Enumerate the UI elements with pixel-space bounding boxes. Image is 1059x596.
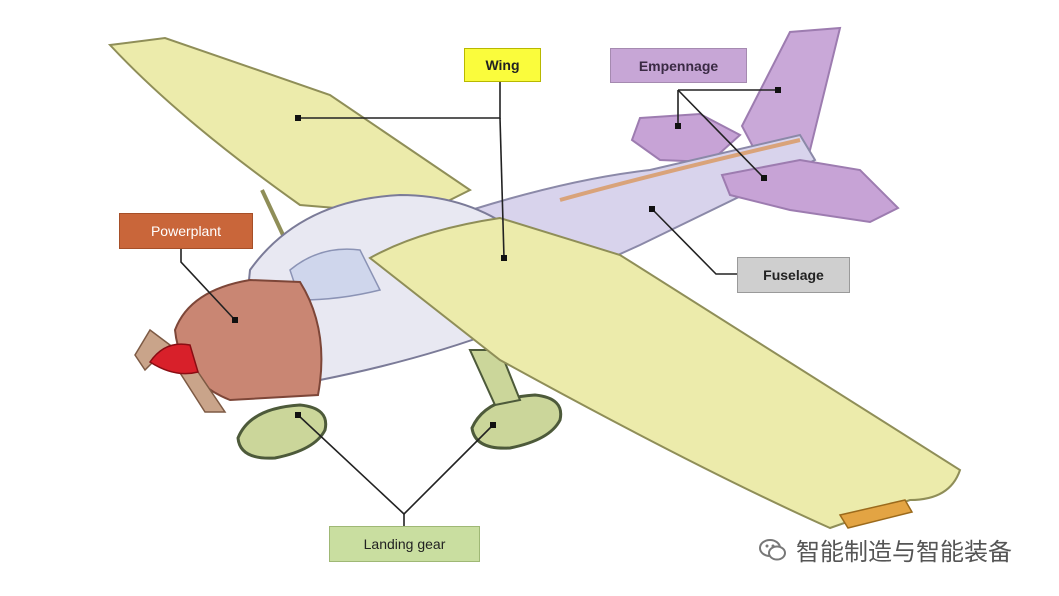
landing-gear-label: Landing gear: [329, 526, 480, 562]
fuselage-label: Fuselage: [737, 257, 850, 293]
right-wing: [368, 216, 962, 530]
empennage-label: Empennage: [610, 48, 747, 83]
wing-label: Wing: [464, 48, 541, 82]
leader-lines: [180, 82, 778, 526]
propeller-blade-upper: [134, 328, 172, 372]
wingtip-light: [838, 499, 914, 529]
nose-gear-wheel: [236, 403, 328, 460]
wechat-icon: [759, 538, 786, 560]
left-wing: [107, 36, 472, 217]
right-horizontal-stabilizer: [720, 158, 900, 224]
fuselage-stripe: [559, 138, 801, 202]
leader-dots: [232, 87, 781, 428]
propeller-spinner: [148, 343, 199, 375]
main-gear-wheel: [470, 393, 563, 450]
cabin-window: [289, 248, 382, 301]
powerplant-label: Powerplant: [119, 213, 253, 249]
watermark-text: 智能制造与智能装备: [796, 539, 1012, 566]
watermark: 智能制造与智能装备: [758, 532, 1012, 567]
